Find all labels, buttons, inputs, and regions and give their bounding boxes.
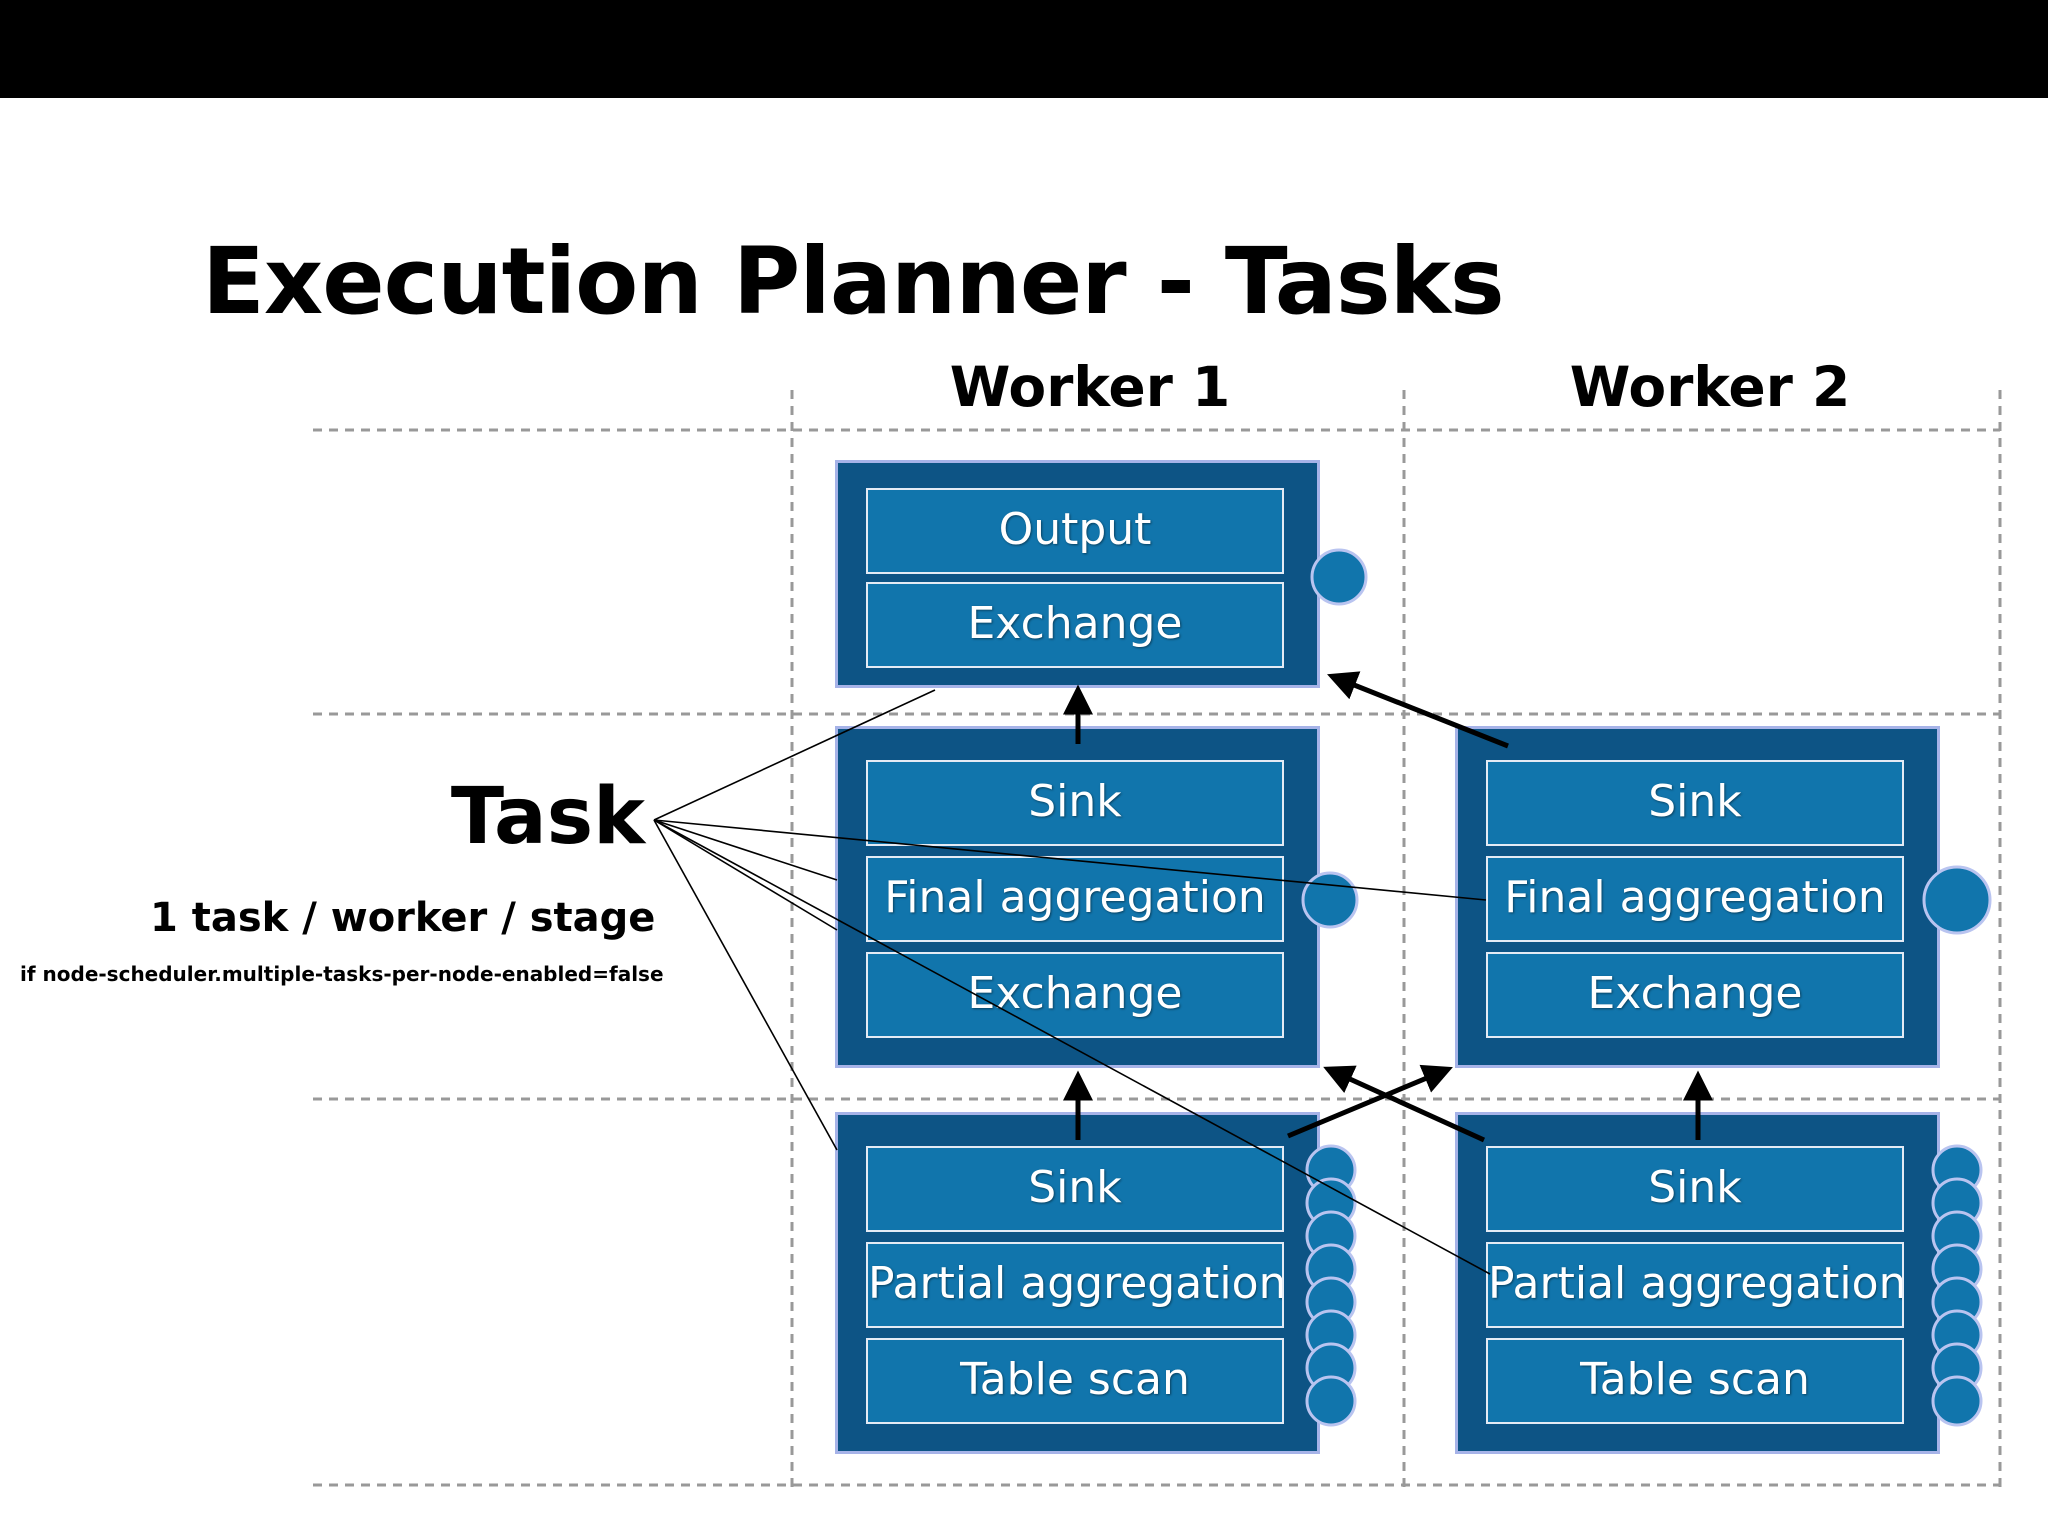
task-partial-worker1: Sink Partial aggregation Table scan bbox=[835, 1112, 1320, 1454]
operator-table-scan: Table scan bbox=[1486, 1338, 1904, 1424]
operator-exchange: Exchange bbox=[1486, 952, 1904, 1038]
task-final-worker1: Sink Final aggregation Exchange bbox=[835, 726, 1320, 1068]
task-partial-worker2: Sink Partial aggregation Table scan bbox=[1455, 1112, 1940, 1454]
task-label: Task bbox=[450, 772, 645, 862]
operator-sink: Sink bbox=[1486, 1146, 1904, 1232]
operator-sink: Sink bbox=[866, 1146, 1284, 1232]
grid-lines bbox=[313, 390, 2002, 1490]
worker-2-label: Worker 2 bbox=[1569, 355, 1851, 419]
operator-final-aggregation: Final aggregation bbox=[866, 856, 1284, 942]
driver-circle bbox=[1305, 1375, 1357, 1427]
arrow-diagonal bbox=[1287, 1064, 1453, 1139]
worker-1-label: Worker 1 bbox=[949, 355, 1231, 419]
operator-table-scan: Table scan bbox=[866, 1338, 1284, 1424]
task-final-worker2: Sink Final aggregation Exchange bbox=[1455, 726, 1940, 1068]
top-bar bbox=[0, 0, 2048, 98]
operator-sink: Sink bbox=[866, 760, 1284, 846]
task-output-worker1: Output Exchange bbox=[835, 460, 1320, 688]
operator-partial-aggregation: Partial aggregation bbox=[866, 1242, 1284, 1328]
operator-exchange: Exchange bbox=[866, 582, 1284, 668]
driver-circle bbox=[1922, 865, 1992, 935]
operator-final-aggregation: Final aggregation bbox=[1486, 856, 1904, 942]
driver-circle bbox=[1301, 871, 1359, 929]
driver-circle bbox=[1310, 548, 1368, 606]
task-pointer-lines bbox=[653, 689, 1491, 1275]
task-config-note: if node-scheduler.multiple-tasks-per-nod… bbox=[20, 962, 664, 986]
arrow-diagonal bbox=[1327, 671, 1509, 749]
slide-title: Execution Planner - Tasks bbox=[202, 228, 1505, 335]
operator-sink: Sink bbox=[1486, 760, 1904, 846]
arrow-diagonal bbox=[1323, 1065, 1486, 1143]
operator-output: Output bbox=[866, 488, 1284, 574]
task-subtitle: 1 task / worker / stage bbox=[150, 895, 656, 941]
operator-exchange: Exchange bbox=[866, 952, 1284, 1038]
operator-partial-aggregation: Partial aggregation bbox=[1486, 1242, 1904, 1328]
driver-circle bbox=[1931, 1375, 1983, 1427]
